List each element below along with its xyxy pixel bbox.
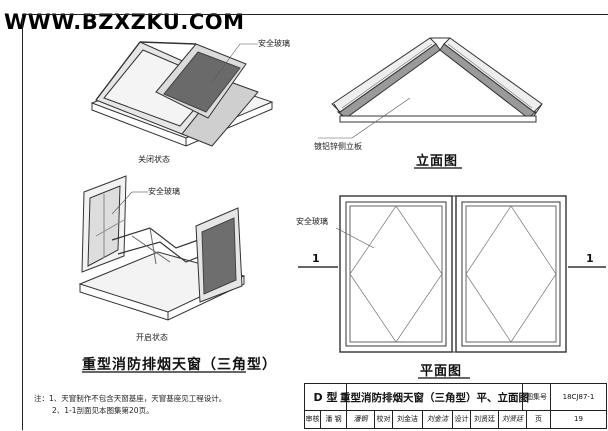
open-state-caption: 开启状态 xyxy=(136,333,168,342)
safety-glass-label-mid: 安全玻璃 xyxy=(148,187,180,196)
note-line-2: 2、1-1剖面见本图集第20页。 xyxy=(52,406,154,415)
checker-signature: 刘金洁 xyxy=(423,410,453,428)
safety-glass-label-plan: 安全玻璃 xyxy=(296,217,328,226)
checker-name: 刘金洁 xyxy=(393,410,423,428)
safety-glass-label-top: 安全玻璃 xyxy=(258,39,290,48)
type-label: D 型 xyxy=(305,384,347,410)
atlas-label: 图集号 xyxy=(523,384,551,410)
title-block-row-1: D 型 重型消防排烟天窗（三角型）平、立面图 图集号 18CJ87-1 xyxy=(305,384,606,411)
reviewer-name: 潘 钢 xyxy=(321,410,347,428)
title-block: D 型 重型消防排烟天窗（三角型）平、立面图 图集号 18CJ87-1 审核 潘… xyxy=(304,383,607,429)
closed-state-caption: 关闭状态 xyxy=(138,155,170,164)
title-block-row-2: 审核 潘 钢 潘钢 校对 刘金洁 刘金洁 设计 刘贤廷 刘贤廷 页 19 xyxy=(305,410,606,428)
designer-signature: 刘贤廷 xyxy=(499,410,527,428)
notes-block: 注：1、天窗制作不包含天窗基座，天窗基座见工程设计。 2、1-1剖面见本图集第2… xyxy=(34,393,226,417)
note-line-1: 注：1、天窗制作不包含天窗基座，天窗基座见工程设计。 xyxy=(34,394,227,403)
reviewer-signature: 潘钢 xyxy=(347,410,375,428)
drawing-frame xyxy=(22,14,608,430)
check-label: 校对 xyxy=(375,410,393,428)
drawing-title: 重型消防排烟天窗（三角型）平、立面图 xyxy=(340,384,529,410)
page-number: 19 xyxy=(574,415,583,423)
atlas-number: 18CJ87-1 xyxy=(562,393,595,401)
design-label: 设计 xyxy=(453,410,471,428)
open-skylight-drawing xyxy=(78,175,246,321)
side-panel-label: 镀铝锌侧立板 xyxy=(314,142,362,151)
plan-drawing xyxy=(298,195,606,353)
main-drawing-title: 重型消防排烟天窗（三角型） xyxy=(82,357,277,373)
designer-name: 刘贤廷 xyxy=(471,410,499,428)
elevation-view-title: 立面图 xyxy=(416,154,459,169)
page-label: 页 xyxy=(527,410,551,428)
plan-view-title: 平面图 xyxy=(420,364,463,379)
section-mark-right: 1 xyxy=(586,252,595,265)
review-label: 审核 xyxy=(305,410,321,428)
section-mark-left: 1 xyxy=(312,252,321,265)
elevation-drawing xyxy=(318,37,543,139)
closed-skylight-drawing xyxy=(90,41,274,147)
